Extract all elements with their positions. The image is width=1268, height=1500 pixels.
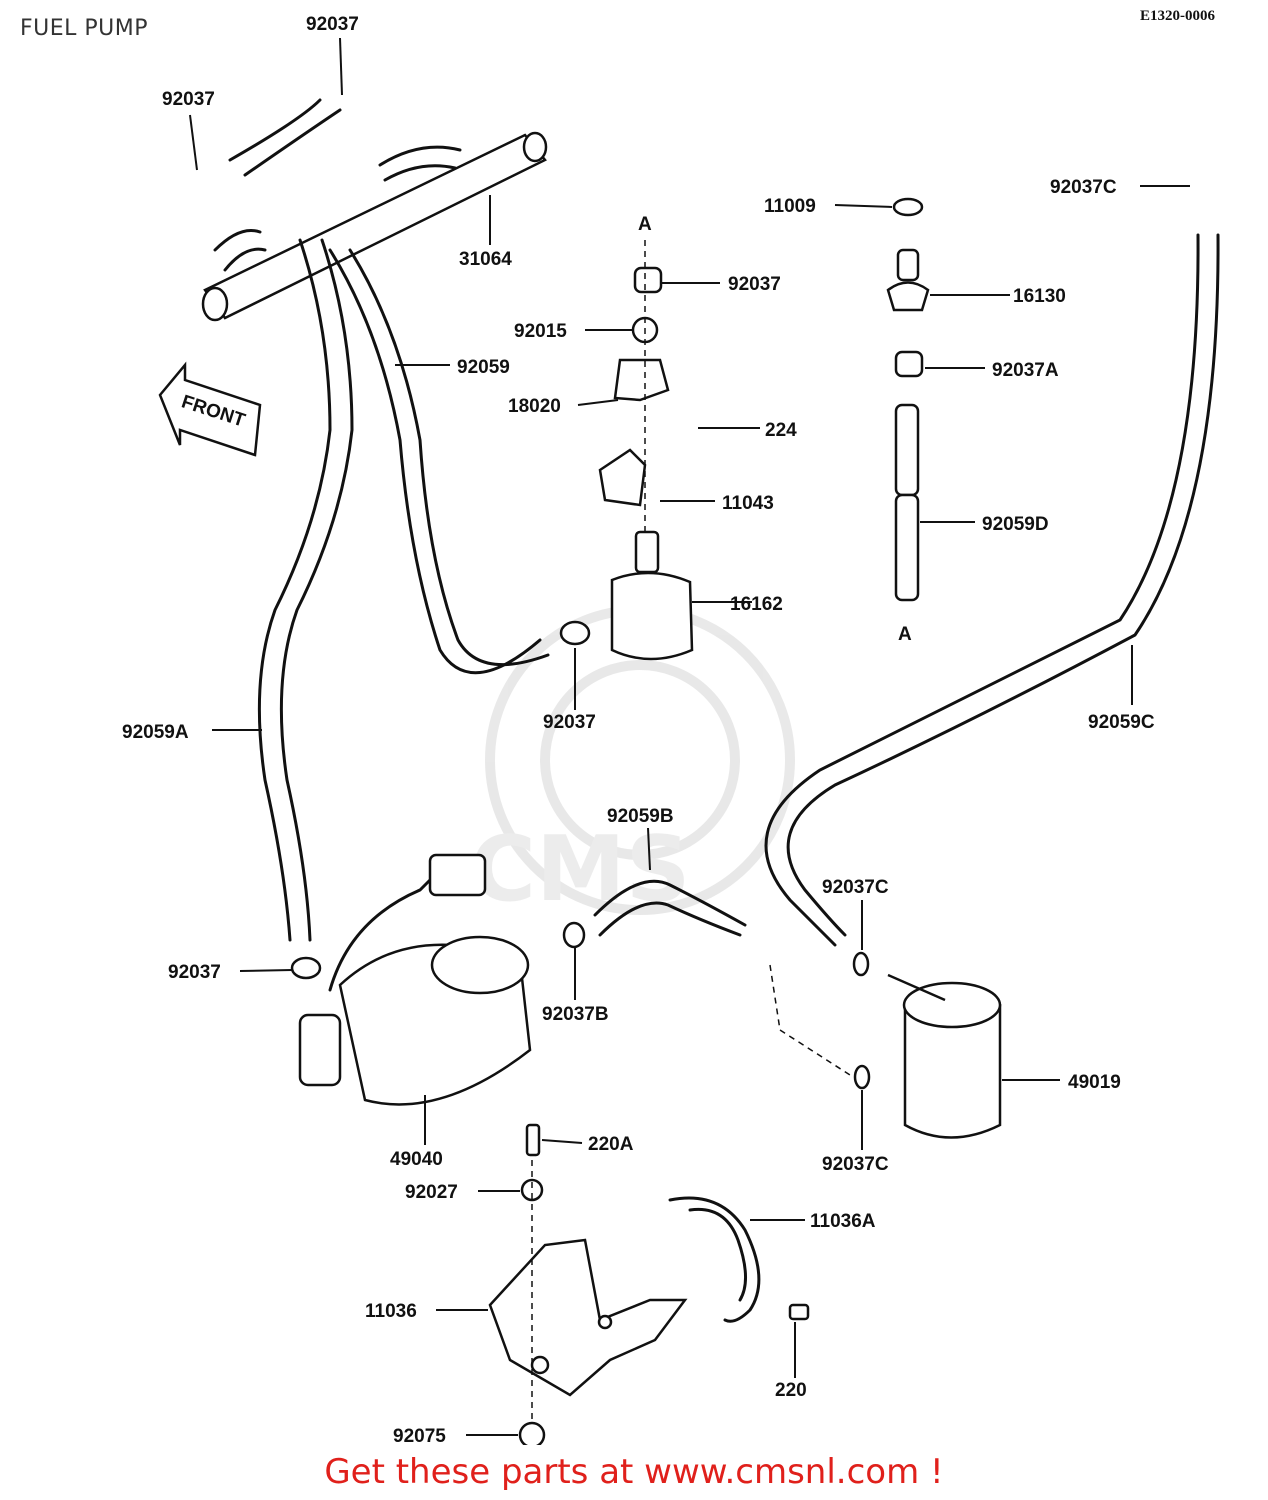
fuel-pump-exploded-diagram: CMS	[122, 14, 1220, 1445]
part-label: 92037C	[822, 877, 889, 898]
page-title: FUEL PUMP	[20, 16, 149, 41]
hose-92059a-outer	[279, 238, 354, 942]
part-label: 11036A	[810, 1211, 876, 1232]
part-label: 92059	[457, 357, 510, 378]
hose-92059c	[764, 233, 1200, 947]
part-label: 92059D	[982, 514, 1049, 535]
hose-92059b-outer	[598, 901, 742, 937]
part-label: 92027	[405, 1182, 458, 1203]
part-label: 224	[765, 420, 797, 441]
part-label: 92037	[543, 712, 596, 733]
part-label: 92015	[514, 321, 567, 342]
part-label: 92037B	[542, 1004, 609, 1025]
valve-assembly	[886, 197, 930, 602]
part-label: 11043	[722, 493, 774, 514]
part-label: 92037C	[1050, 177, 1117, 198]
part-label: 18020	[508, 396, 561, 417]
front-direction-arrow: FRONT	[158, 361, 262, 457]
fuel-filter	[769, 951, 1002, 1139]
part-label: 11009	[764, 196, 816, 217]
part-labels: 92037 92037 31064 92037 92015 18020 224 …	[122, 14, 1155, 1445]
part-label: 92037	[306, 14, 359, 35]
hose-92059b	[593, 879, 747, 927]
part-label: 92037	[728, 274, 781, 295]
hose-92059c-outer	[786, 233, 1220, 937]
hose-92059-outer	[348, 248, 550, 667]
svg-text:CMS: CMS	[470, 817, 690, 922]
part-label: 16162	[730, 594, 783, 615]
part-label: 49019	[1068, 1072, 1121, 1093]
diagram-reference-code: E1320-0006	[1140, 8, 1215, 24]
part-label: 31064	[459, 249, 512, 270]
part-label: 92075	[393, 1426, 446, 1445]
footer-promo-link[interactable]: Get these parts at www.cmsnl.com !	[324, 1452, 944, 1492]
marker-a-bottom: A	[898, 624, 912, 645]
fuel-pump-body	[290, 853, 586, 1106]
pressure-regulator-assembly	[559, 240, 694, 661]
leader-lines	[189, 37, 1190, 1436]
part-label: 92037C	[822, 1154, 889, 1175]
part-label: 92059B	[607, 806, 674, 827]
part-label: 92059C	[1088, 712, 1155, 733]
hose-92059	[328, 248, 542, 675]
part-label: 16130	[1013, 286, 1066, 307]
part-label: 92059A	[122, 722, 189, 743]
part-label: 220	[775, 1380, 807, 1401]
marker-a-top: A	[638, 214, 652, 235]
part-label: 49040	[390, 1149, 443, 1170]
hose-92059a	[257, 238, 332, 942]
part-label: 220A	[588, 1134, 634, 1155]
part-label: 92037	[168, 962, 221, 983]
part-label: 92037A	[992, 360, 1059, 381]
part-label: 11036	[365, 1301, 417, 1322]
fuel-rail	[201, 98, 548, 322]
pump-bracket	[488, 1123, 810, 1445]
part-label: 92037	[162, 89, 215, 110]
